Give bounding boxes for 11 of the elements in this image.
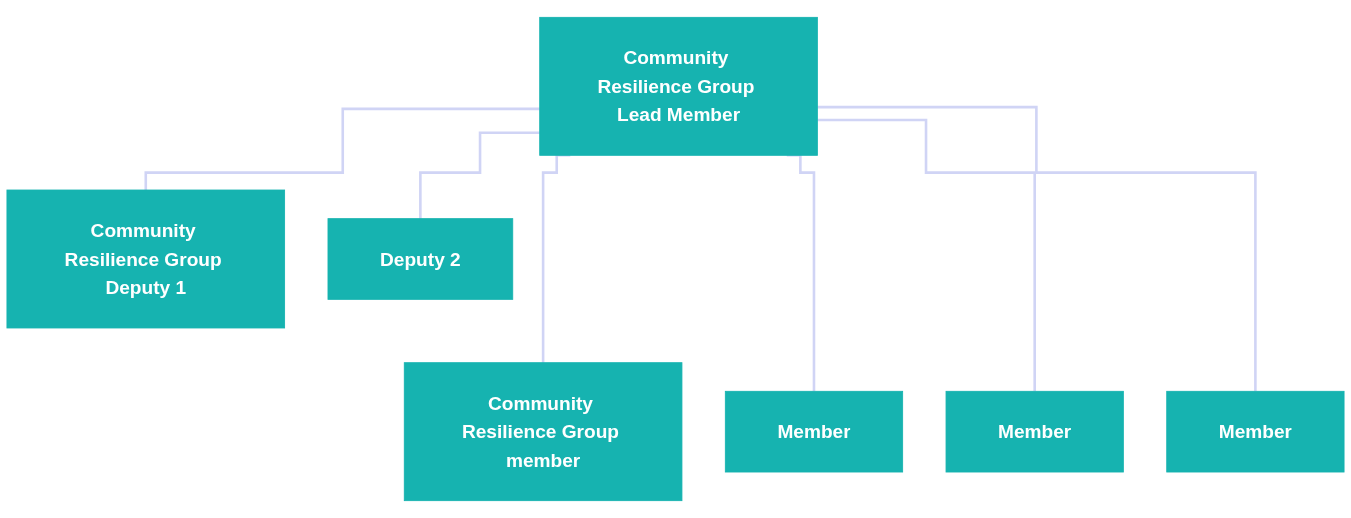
- node-box: Member: [724, 390, 904, 473]
- node-box: Community Resilience Group member: [403, 362, 683, 502]
- node-box: Member: [945, 390, 1124, 473]
- connector: [144, 107, 540, 192]
- node-box: Deputy 2: [327, 218, 514, 300]
- connector: [817, 118, 1036, 393]
- node-box: Community Resilience Group Deputy 1: [6, 189, 286, 329]
- node-box: Community Resilience Group Lead Member: [539, 16, 818, 156]
- node-box: Member: [1166, 390, 1345, 473]
- connector: [419, 131, 540, 220]
- connector: [817, 105, 1257, 393]
